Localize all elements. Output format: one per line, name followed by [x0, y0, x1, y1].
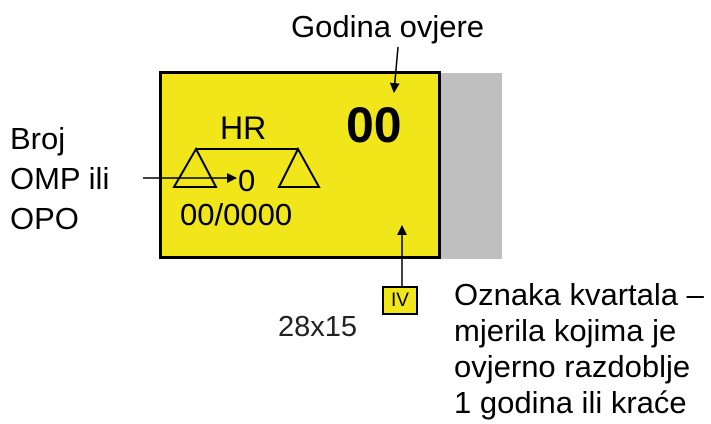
size-label: 28x15 [278, 311, 358, 343]
omp-label-line-3: OPO [10, 201, 79, 236]
quarter-label-line-1: Oznaka kvartala – [454, 277, 704, 312]
year-arrow [389, 46, 400, 93]
scale-emblem-icon [172, 146, 321, 188]
stamp-number: 0 [238, 163, 256, 198]
quarter-label-line-4: 1 godina ili kraće [454, 385, 687, 420]
quarter-label-line-2: mjerila kojima je [454, 313, 677, 348]
stamp-serial: 00/0000 [180, 197, 293, 232]
year-label: Godina ovjere [291, 9, 485, 44]
quarter-label-line-3: ovjerno razdoblje [454, 349, 691, 384]
omp-label-line-2: OMP ili [10, 161, 110, 196]
quarter-mark: IV [382, 286, 418, 315]
omp-label-line-1: Broj [10, 121, 66, 156]
stamp-year: 00 [346, 97, 402, 153]
country-code: HR [220, 110, 267, 146]
verification-stamp [159, 71, 441, 259]
stamp-side-strip [441, 73, 502, 259]
